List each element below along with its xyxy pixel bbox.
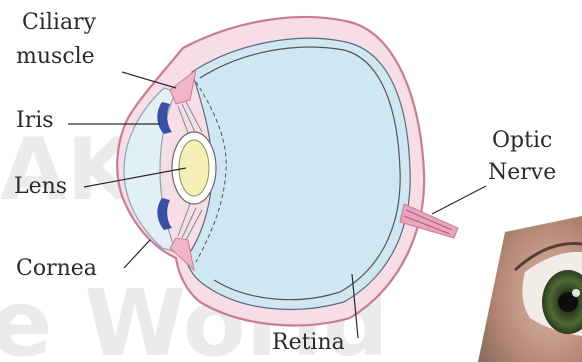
lens [172, 132, 216, 204]
human-eye-photo [478, 216, 582, 362]
label-optic-line2: Nerve [488, 160, 556, 186]
label-ciliary-line2: muscle [16, 44, 95, 70]
label-optic-line1: Optic [492, 128, 552, 154]
label-retina: Retina [272, 330, 345, 356]
label-lens: Lens [14, 174, 67, 200]
label-cornea: Cornea [16, 256, 97, 282]
label-iris: Iris [16, 108, 54, 134]
label-ciliary-line1: Ciliary [22, 10, 96, 36]
vitreous-humour [186, 38, 410, 309]
